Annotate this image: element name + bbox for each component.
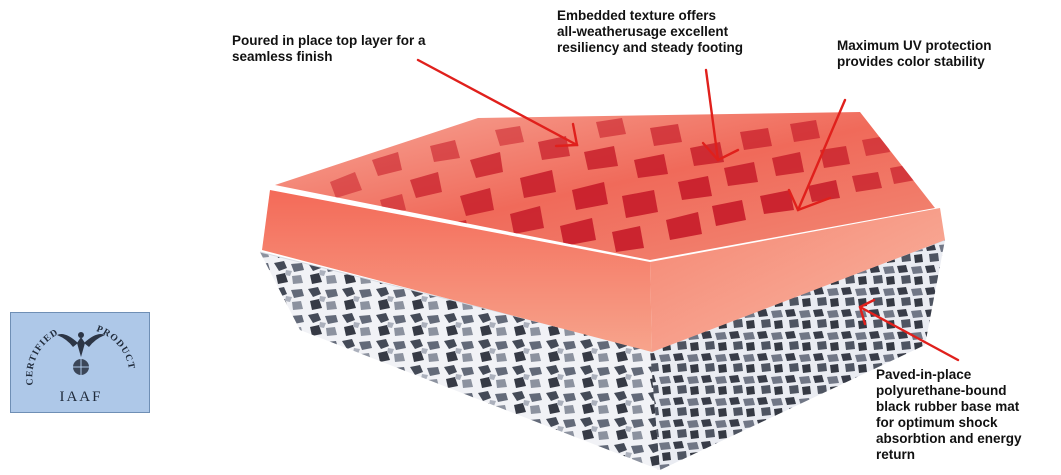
label-poured-top-layer: Poured in place top layer for a seamless…	[232, 33, 482, 65]
winged-figure-icon	[57, 332, 105, 375]
label-base-mat: Paved-in-place polyurethane-bound black …	[876, 367, 1061, 463]
badge-certified-text: CERTIFIED	[25, 328, 60, 386]
label-uv-protection: Maximum UV protection provides color sta…	[837, 38, 1057, 70]
badge-org-text: IAAF	[59, 389, 102, 405]
iaaf-certified-badge: CERTIFIED PRODUCT IAAF	[10, 312, 150, 413]
label-embedded-texture: Embedded texture offers all-weatherusage…	[557, 8, 807, 56]
badge-product-text: PRODUCT	[95, 324, 136, 370]
